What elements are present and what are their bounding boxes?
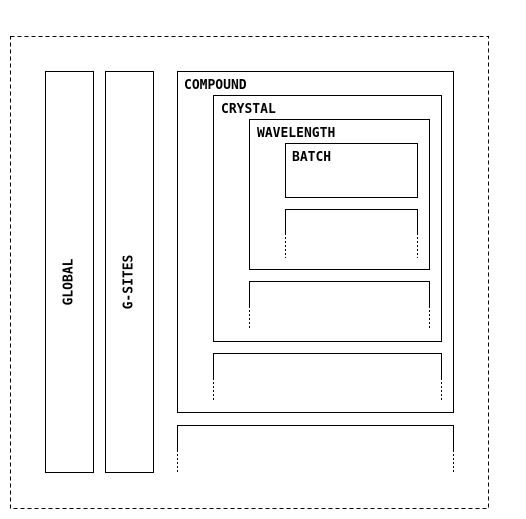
wavelength-box	[249, 119, 430, 270]
crystal-box	[213, 95, 442, 342]
gsites-label: G-SITES	[122, 254, 137, 309]
crystal-repeat-placeholder	[213, 353, 442, 402]
gsites-box	[105, 71, 154, 473]
compound-repeat-placeholder	[177, 425, 454, 474]
outer-dashed-border	[10, 36, 489, 509]
wavelength-label: WAVELENGTH	[257, 126, 335, 141]
batch-label: BATCH	[292, 150, 331, 165]
compound-label: COMPOUND	[184, 78, 247, 93]
batch-repeat-placeholder	[285, 209, 418, 258]
wavelength-repeat-placeholder	[249, 281, 430, 330]
global-box	[45, 71, 94, 473]
compound-box	[177, 71, 454, 413]
batch-box	[285, 143, 418, 198]
global-label: GLOBAL	[62, 258, 77, 305]
crystal-label: CRYSTAL	[221, 102, 276, 117]
